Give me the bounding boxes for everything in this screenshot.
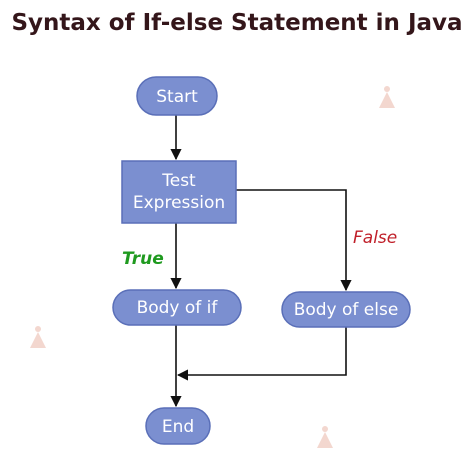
true-branch-label: True [122,249,164,269]
watermark-logo-icon [317,426,333,448]
watermark-logo-icon [30,326,46,348]
start-node: Start [136,76,218,116]
end-label: End [162,417,194,437]
body-of-else-label: Body of else [294,300,399,320]
body-of-else-node: Body of else [281,291,411,328]
diagram-title: Syntax of If-else Statement in Java [11,10,463,36]
body-of-if-label: Body of if [137,298,219,318]
arrow-test-to-else [236,189,352,292]
body-of-if-node: Body of if [112,289,242,326]
test-label-line1: Test [161,171,196,191]
test-label-line2: Expression [133,193,225,213]
false-branch-label: False [353,228,397,248]
watermark-logo-icon [379,86,395,108]
start-label: Start [156,87,198,107]
arrow-else-to-join [176,327,347,381]
end-node: End [145,407,211,445]
test-expression-node: Test Expression [121,160,237,224]
